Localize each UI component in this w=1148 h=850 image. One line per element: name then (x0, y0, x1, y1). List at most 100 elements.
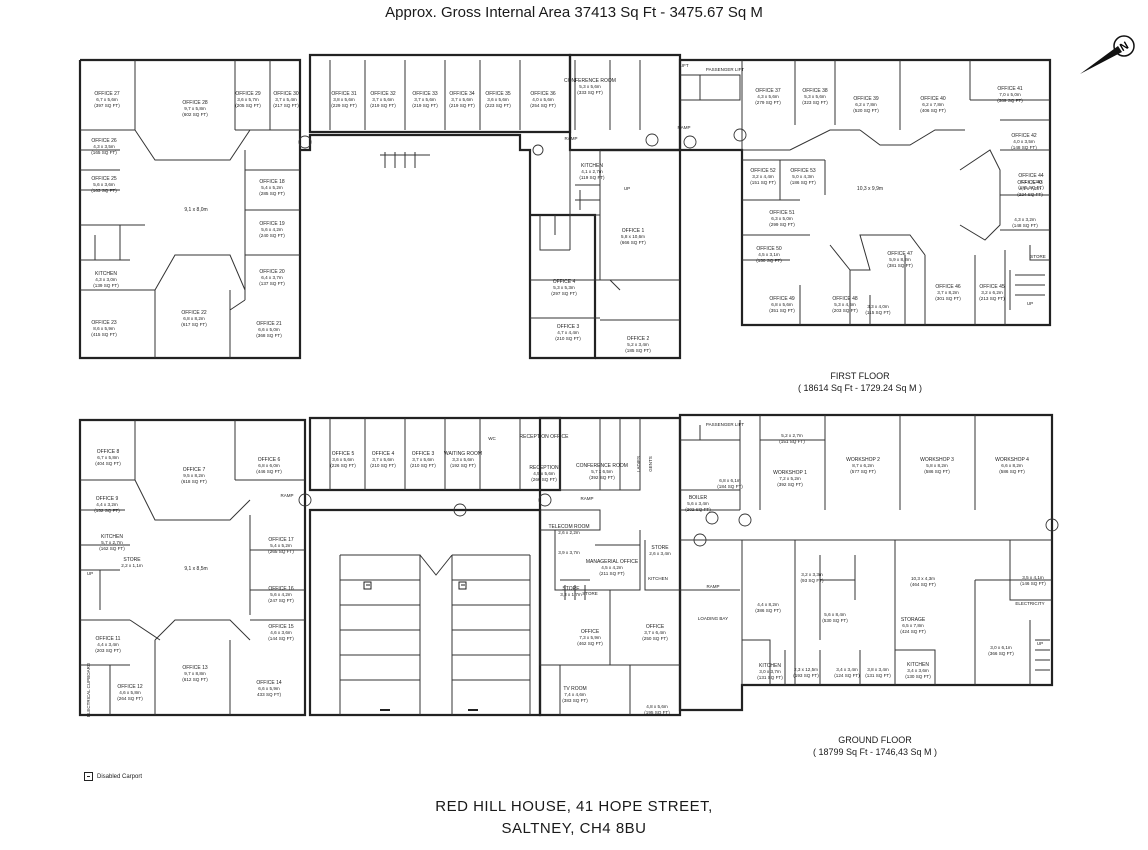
first-floor-room-area: (301 SQ FT) (935, 296, 961, 301)
first-floor-room-name: OFFICE 51 (769, 210, 795, 216)
ground-floor-room-area: (93 SQ FT) (801, 578, 824, 583)
ground-floor-room-area: (586 SQ FT) (924, 469, 950, 474)
address-block: RED HILL HOUSE, 41 HOPE STREET, SALTNEY,… (0, 796, 1148, 840)
ground-floor-room-area: (152 SQ FT) (94, 508, 120, 513)
north-arrow-icon: N (1078, 34, 1138, 83)
first-floor-room-name: OFFICE 44 (1018, 173, 1044, 179)
first-floor-room-area: (150 SQ FT) (756, 258, 782, 263)
first-floor-room-name: OFFICE 23 (91, 320, 117, 326)
address-line-2: SALTNEY, CH4 8BU (501, 820, 647, 837)
ground-floor-room-name: OFFICE 13 (182, 665, 208, 671)
first-floor-room-name: OFFICE 33 (412, 91, 438, 97)
first-floor-room-area: (219 SQ FT) (370, 103, 396, 108)
ground-floor-room-area: (446 SQ FT) (256, 469, 282, 474)
ground-floor-room-area: (250 SQ FT) (642, 636, 668, 641)
first-floor-room-area: (148 SQ FT) (1012, 223, 1038, 228)
ground-floor-room-area: (202 SQ FT) (685, 507, 711, 512)
first-floor-room-name: OFFICE 1 (622, 228, 645, 234)
first-floor-room-dims: 5,0 x 4,3m (792, 174, 814, 179)
first-floor-room-dims: 6,2 x 7,8m (922, 102, 944, 107)
ground-floor-room-area: (383 SQ FT) (562, 698, 588, 703)
ground-floor-room-area: (211 SQ FT) (599, 571, 625, 576)
ground-floor-room-dims: 5,4 x 5,2m (270, 543, 292, 548)
first-floor-room-area: (520 SQ FT) (853, 108, 879, 113)
first-floor-room-area: (666 SQ FT) (620, 240, 646, 245)
ground-floor-misc-label: PASSENGER LIFT (706, 422, 744, 427)
ground-floor-room-dims: 9,7 x 8,8m (184, 671, 206, 676)
ground-floor-room-dims: 4,6 x 3,6m (270, 630, 292, 635)
first-floor-room-name: OFFICE 38 (802, 88, 828, 94)
first-floor-misc-label: UP (1027, 301, 1033, 306)
ground-floor-room-dims: 5,7 x 2,7m (101, 540, 123, 545)
first-floor-room-area: (219 SQ FT) (449, 103, 475, 108)
ground-floor-room-name: TV ROOM (563, 686, 586, 692)
ground-floor-room-area: (264 SQ FT) (117, 696, 143, 701)
ground-floor-room-dims: 9,5 x 8,2m (183, 473, 205, 478)
ground-floor-misc-label: RAMP (280, 493, 293, 498)
ground-floor-room-area: (530 SQ FT) (822, 618, 848, 623)
first-floor-room-dims: 6,2 x 7,8m (855, 102, 877, 107)
first-floor-room-dims: 3,8 x 5,6m (333, 97, 355, 102)
ground-floor-room-name: OFFICE 7 (183, 467, 206, 473)
ground-floor-room-area: (151 SQ FT) (779, 439, 805, 444)
first-floor-room-area: (119 SQ FT) (579, 175, 605, 180)
first-floor-misc-label: LIFT (679, 63, 689, 68)
ground-floor-room-name: WORKSHOP 2 (846, 457, 880, 463)
ground-floor-room-name: OFFICE 6 (258, 457, 281, 463)
first-floor-room-dims: 5,8 x 10,6m (621, 234, 645, 239)
ground-floor-misc-label: ELECTRICAL CUPBOARD (86, 662, 91, 717)
first-floor-room-name: OFFICE 4 (553, 279, 576, 285)
first-floor-hall-dims: 10,3 x 9,9m (857, 186, 883, 192)
first-floor-room-area: (279 SQ FT) (755, 100, 781, 105)
first-floor-room-name: OFFICE 48 (832, 296, 858, 302)
first-floor-room-area: (323 SQ FT) (802, 100, 828, 105)
first-floor-room-dims: 6,3 x 5,0m (771, 216, 793, 221)
first-floor-room-name: OFFICE 32 (370, 91, 396, 97)
ground-floor-room-dims: 4,5 x 5,6m (533, 471, 555, 476)
first-floor-room-dims: 5,3 x 5,6m (804, 94, 826, 99)
first-floor-room-dims: 6,8 x 8,2m (183, 316, 205, 321)
ground-floor-room-area: (266 SQ FT) (531, 477, 557, 482)
first-floor-room-area: (397 SQ FT) (94, 103, 120, 108)
ground-floor-room-dims: 6,7 x 5,8m (97, 455, 119, 460)
first-floor-room-dims: 8,6 x 5,9m (93, 326, 115, 331)
first-floor-room-area: (217 SQ FT) (273, 103, 299, 108)
first-floor-room-name: OFFICE 50 (756, 246, 782, 252)
ground-floor-room-dims: 6,5 x 7,8m (902, 623, 924, 628)
first-floor-misc-label: RAMP (677, 125, 690, 130)
first-floor-room-dims: 4,1 x 2,7m (581, 169, 603, 174)
first-floor-room-area: (285 SQ FT) (259, 191, 285, 196)
ground-floor-room-area: (193 SQ FT) (793, 673, 819, 678)
first-floor-room-name: OFFICE 49 (769, 296, 795, 302)
ground-floor-room-name: STORE (562, 586, 580, 592)
first-floor-room-dims: 5,6 x 4,2m (261, 227, 283, 232)
ground-floor-room-dims: 3,3 x 1,7m (560, 592, 582, 597)
first-floor-area: ( 18614 Sq Ft - 1729.24 Sq M ) (797, 383, 923, 393)
ground-floor-room-area: (144 SQ FT) (268, 636, 294, 641)
ground-floor-room-dims: 5,2 x 2,7m (781, 433, 803, 438)
ground-floor-room-area: (195 SQ FT) (644, 710, 670, 715)
ground-floor-room-name: OFFICE 9 (96, 496, 119, 502)
first-floor-label-block: FIRST FLOOR ( 18614 Sq Ft - 1729.24 Sq M… (780, 370, 940, 394)
first-floor-room-name: KITCHEN (581, 163, 603, 169)
first-floor-room-area: (415 SQ FT) (91, 332, 117, 337)
ground-floor-room-dims: 2,3 x 12,5m (794, 667, 818, 672)
ground-floor-room-dims: 6,6 x 5,9m (258, 686, 280, 691)
first-floor-room-name: OFFICE 42 (1011, 133, 1037, 139)
first-floor-room-area: (186 SQ FT) (790, 180, 816, 185)
ground-floor-room-area: (226 SQ FT) (330, 463, 356, 468)
first-floor-hall-dims: 9,1 x 8,0m (184, 207, 207, 213)
ground-floor-room-name: WAITING ROOM (444, 451, 482, 457)
first-floor-room-name: OFFICE 43 (1017, 180, 1043, 186)
first-floor-room-area: (240 SQ FT) (259, 233, 285, 238)
ground-floor-misc-label: WC (488, 436, 496, 441)
ground-floor-room-dims: 8,7 x 6,2m (852, 463, 874, 468)
first-floor-room-dims: 6,4 x 3,7m (261, 275, 283, 280)
ground-floor-room-area: (586 SQ FT) (999, 469, 1025, 474)
ground-floor-room-name: STORE (651, 545, 669, 551)
ground-floor-car-park (308, 508, 542, 717)
first-floor-room-area: (163 SQ FT) (91, 188, 117, 193)
ground-floor-room-area: (612 SQ FT) (182, 677, 208, 682)
first-floor-room-name: KITCHEN (95, 271, 117, 277)
ground-floor-room-area: (146 SQ FT) (1020, 581, 1046, 586)
